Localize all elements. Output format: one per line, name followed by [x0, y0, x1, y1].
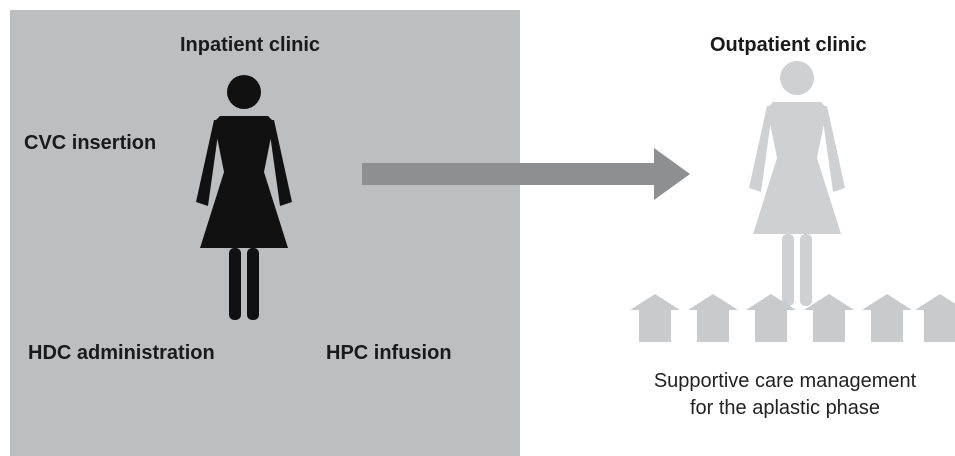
hdc-administration-label: HDC administration: [28, 342, 215, 364]
inpatient-woman-icon: [196, 75, 292, 320]
caption-line-2: for the aplastic phase: [689, 397, 881, 419]
supportive-care-caption: Supportive care management for the aplas…: [615, 368, 955, 422]
outpatient-title: Outpatient clinic: [710, 34, 867, 56]
arrow-right-icon: [362, 148, 690, 200]
caption-line-1: Supportive care management: [653, 370, 917, 392]
house-icon: [862, 294, 912, 342]
house-icon: [688, 294, 738, 342]
hpc-infusion-label: HPC infusion: [326, 342, 452, 364]
house-icon: [915, 294, 955, 342]
inpatient-title: Inpatient clinic: [180, 34, 321, 56]
house-icon: [630, 294, 680, 342]
outpatient-woman-icon: [749, 61, 845, 306]
cvc-insertion-label: CVC insertion: [24, 132, 157, 154]
